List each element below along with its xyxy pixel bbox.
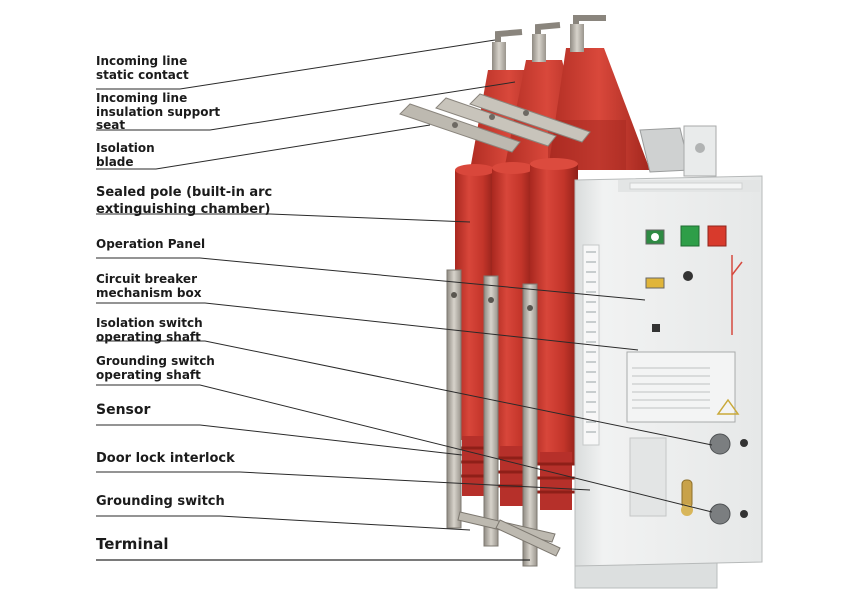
leader-incoming-insulation-support bbox=[96, 81, 516, 131]
label-terminal: Terminal bbox=[96, 535, 169, 553]
leader-door-lock-interlock bbox=[96, 471, 591, 491]
open-button-icon bbox=[707, 225, 727, 247]
leader-operation-panel bbox=[96, 257, 646, 301]
label-sensor: Sensor bbox=[96, 402, 151, 418]
leader-grounding-switch-shaft bbox=[96, 384, 713, 513]
label-door-lock-interlock: Door lock interlock bbox=[96, 451, 235, 466]
isolation-shaft-icon bbox=[709, 433, 731, 455]
leader-sensor bbox=[96, 424, 463, 456]
warning-icon bbox=[716, 398, 740, 415]
label-operation-panel: Operation Panel bbox=[96, 237, 206, 251]
leader-incoming-static-contact bbox=[96, 39, 496, 90]
leader-isolation-blade bbox=[96, 124, 431, 170]
interlock-lever-icon bbox=[681, 479, 693, 509]
static-contacts bbox=[492, 15, 606, 70]
label-grounding-switch: Grounding switch bbox=[96, 494, 225, 509]
sealed-poles bbox=[455, 158, 578, 464]
grounding-shaft-icon bbox=[709, 503, 731, 525]
leader-sealed-pole bbox=[96, 213, 471, 223]
isolation-blades bbox=[399, 93, 591, 153]
leader-lines bbox=[96, 39, 713, 561]
terminal-bars bbox=[446, 269, 538, 567]
close-button-icon bbox=[680, 225, 700, 247]
leader-grounding-switch bbox=[96, 515, 471, 531]
shaft-bracket bbox=[639, 125, 717, 177]
operation-panel bbox=[574, 175, 763, 567]
leader-isolation-switch-shaft bbox=[96, 340, 713, 446]
leader-breaker-mechanism-box bbox=[96, 302, 639, 351]
